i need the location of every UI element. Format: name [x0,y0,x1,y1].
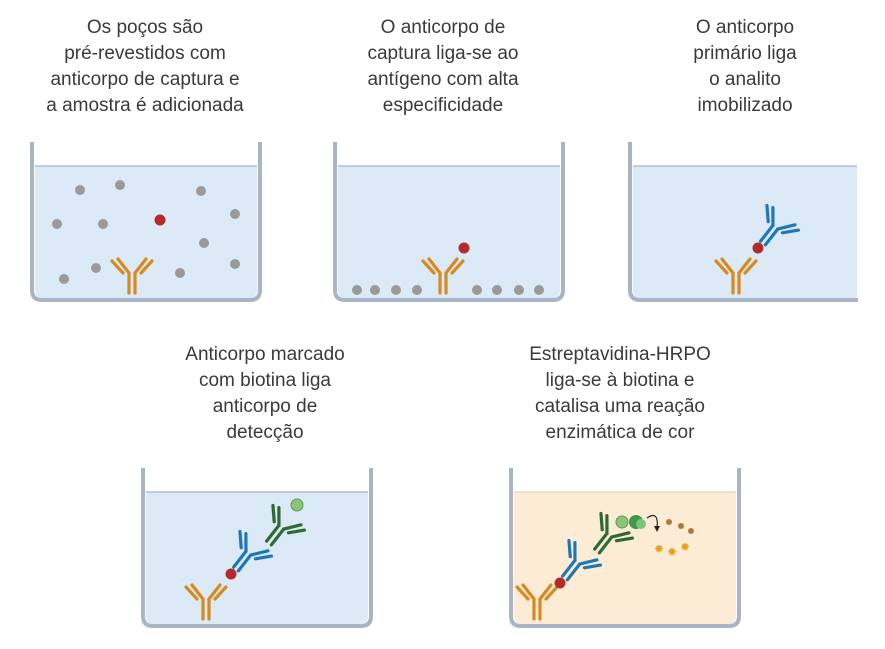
well-border [30,142,262,302]
caption-step4: Anticorpo marcado com biotina liga antic… [185,344,345,443]
well-step2 [333,140,565,302]
streptavidin-hrpo-2 [636,519,646,529]
well-liquid [338,166,560,298]
well-step3 [628,140,860,302]
svg-text:✸: ✸ [680,540,690,554]
caption-step2: O anticorpo de captura liga-se ao antíge… [367,17,519,116]
well-border [141,468,373,628]
caption-step5: Estreptavidina-HRPO liga-se à biotina e … [529,344,711,443]
bound-antigen [225,568,237,580]
settled-particles [352,285,544,295]
well-border [628,142,858,302]
biotin-label [290,498,304,512]
well-border [509,468,741,628]
bound-antigen [458,242,470,254]
bound-antigen [554,577,566,589]
well-step1 [30,140,262,302]
svg-text:✸: ✸ [654,542,664,556]
reaction-arrow [646,515,658,529]
well-step4 [141,466,373,628]
well-liquid [633,166,857,298]
well-liquid [35,166,257,298]
colored-product: ✸ ✸ ✸ [654,540,690,559]
particles [52,180,240,284]
caption-step1: Os poços são pré-revestidos com anticorp… [46,17,244,116]
substrate-dots [666,519,694,534]
biotin-label [615,515,629,529]
caption-step3: O anticorpo primário liga o analito imob… [693,17,797,116]
well-border [333,142,565,302]
svg-text:✸: ✸ [667,545,677,559]
antigen [154,214,166,226]
well-step5: ✸ ✸ ✸ [509,466,741,628]
bound-antigen [752,242,764,254]
well-liquid [514,492,736,624]
